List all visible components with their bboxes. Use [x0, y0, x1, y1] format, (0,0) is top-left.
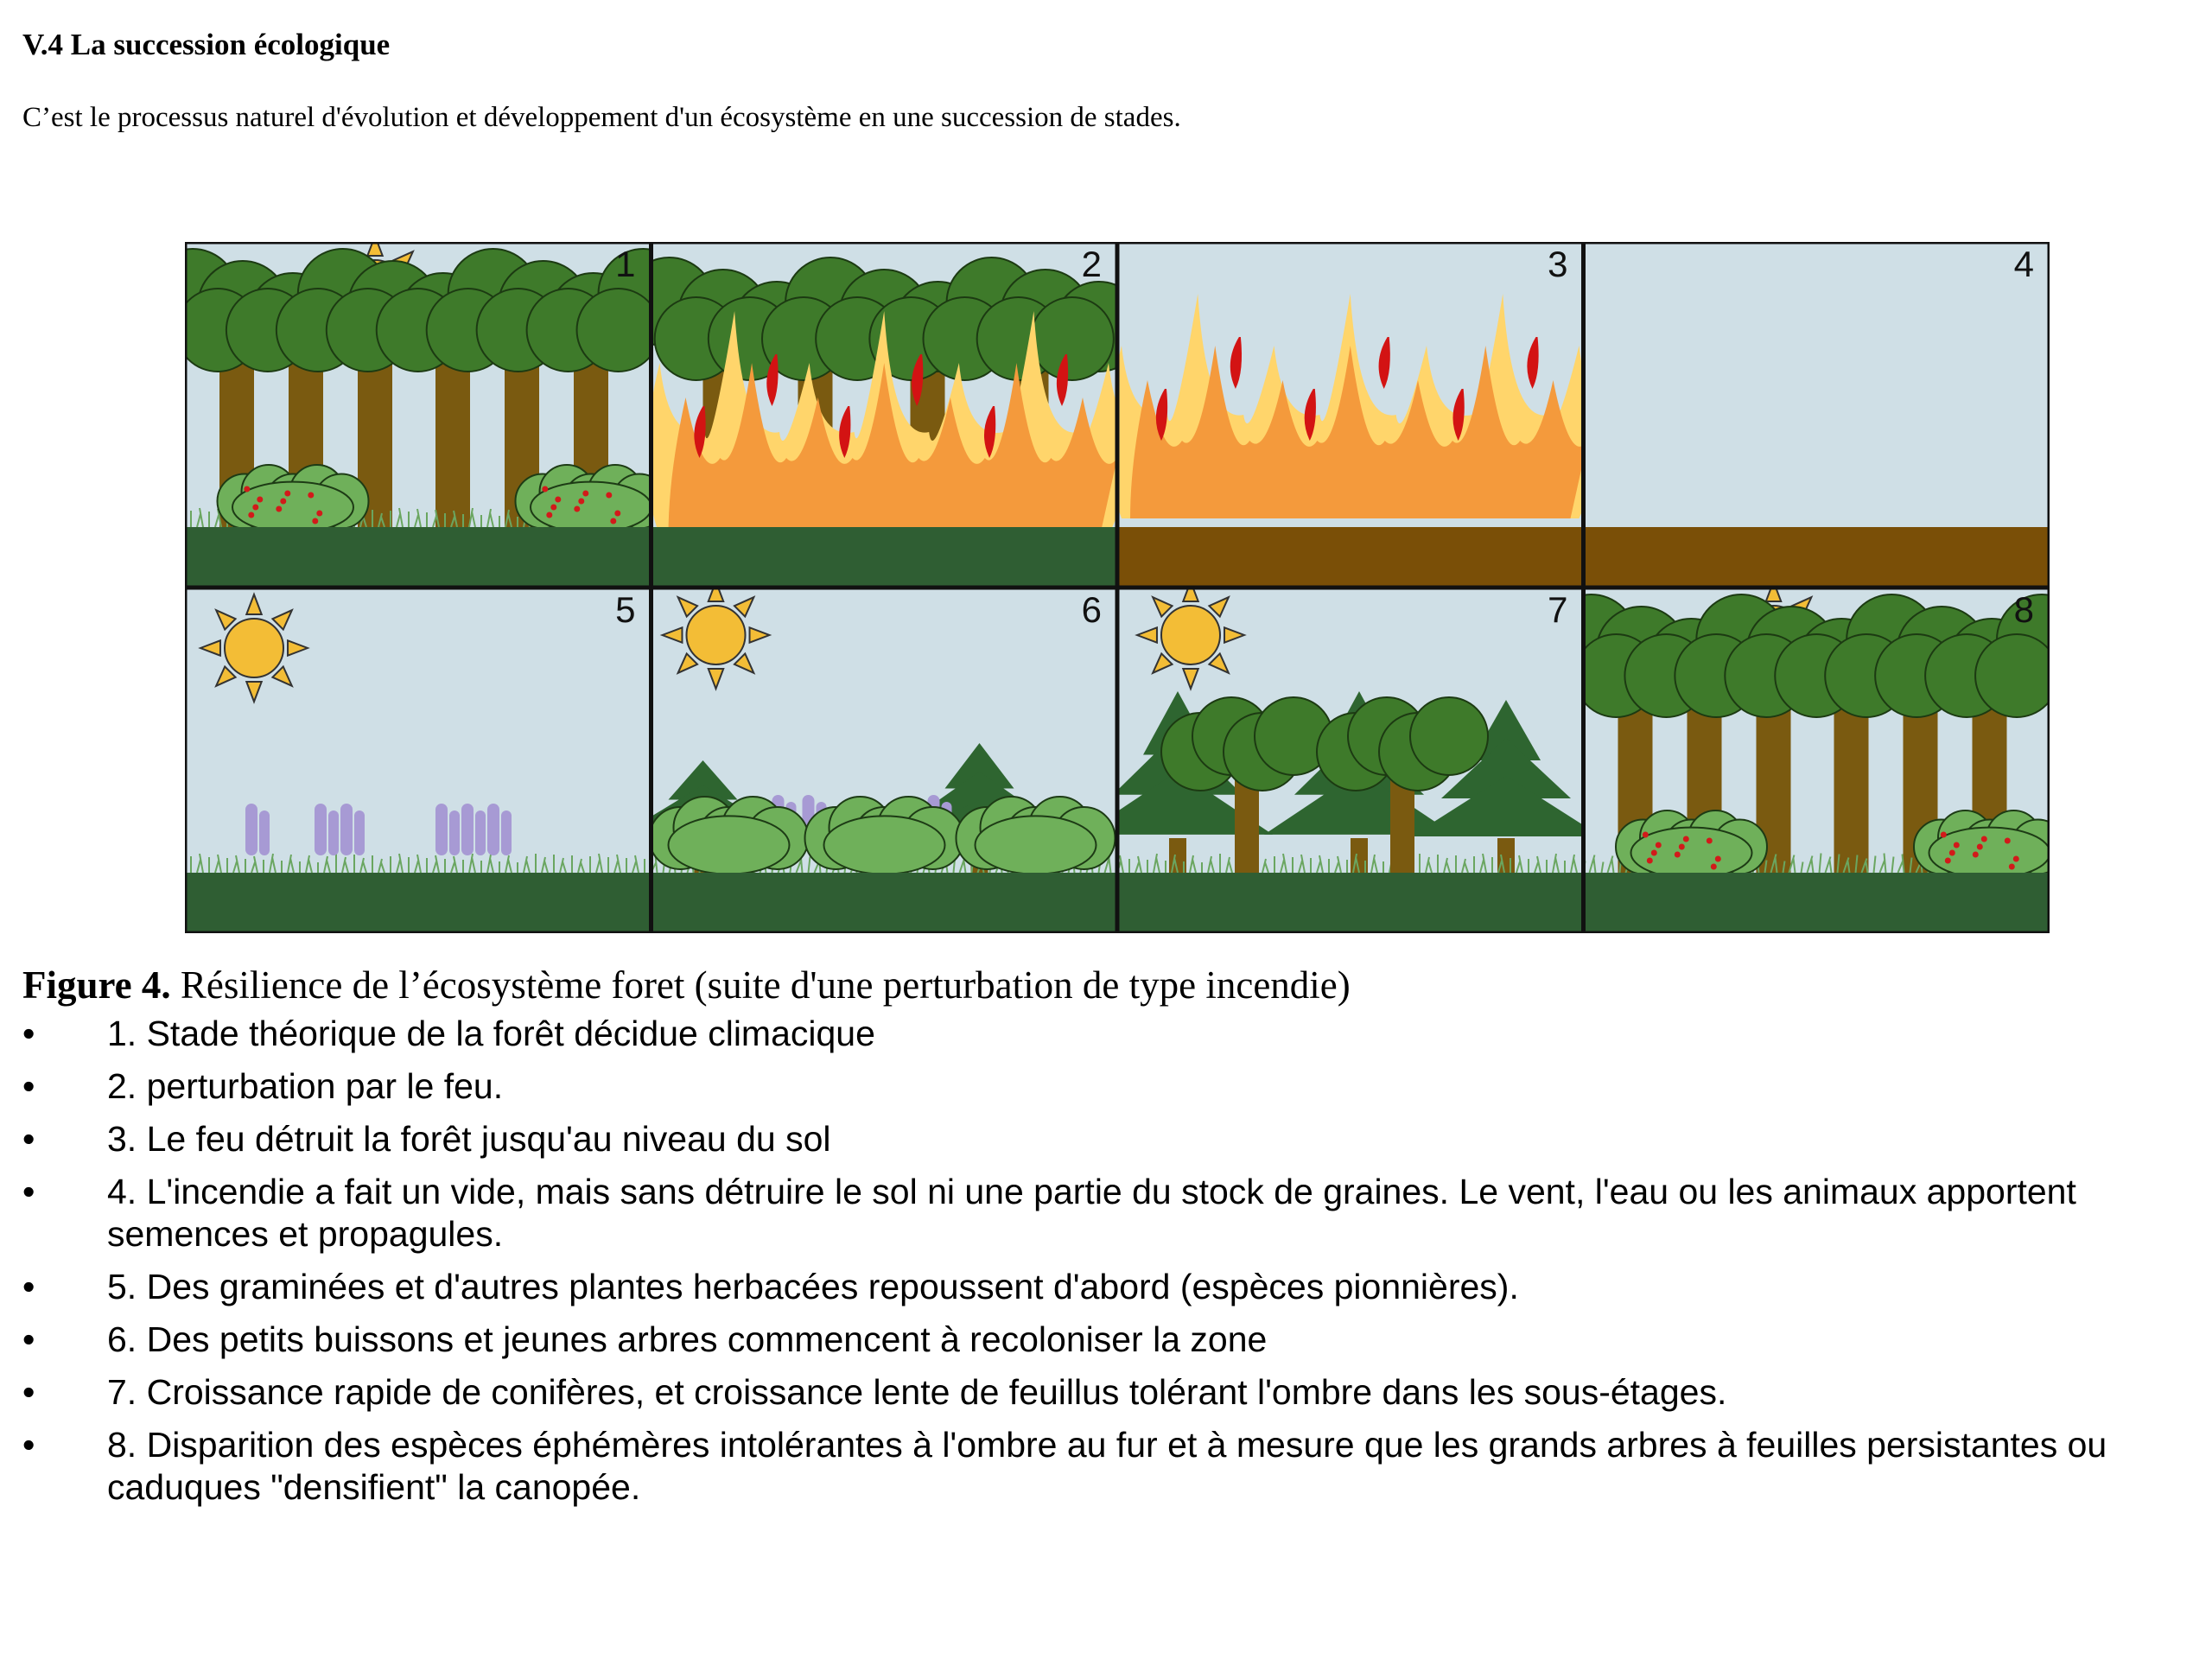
bush-icon [1913, 810, 2050, 880]
list-item-text: 7. Croissance rapide de conifères, et cr… [107, 1372, 1727, 1412]
figure-caption-label: Figure 4. [22, 963, 171, 1007]
list-item-text: 5. Des graminées et d'autres plantes her… [107, 1267, 1519, 1306]
fire-icon [1117, 294, 1584, 518]
fire-icon [651, 311, 1117, 536]
list-item: • 3. Le feu détruit la forêt jusqu'au niv… [22, 1118, 2183, 1160]
panel-number: 7 [1548, 589, 1567, 630]
ground [185, 527, 652, 588]
list-item: • 5. Des graminées et d'autres plantes he… [22, 1266, 2183, 1308]
list-item: • 6. Des petits buissons et jeunes arbres… [22, 1319, 2183, 1361]
list-item: • 7. Croissance rapide de conifères, et c… [22, 1371, 2183, 1414]
figure-caption-text: Résilience de l’écosystème foret (suite … [170, 963, 1351, 1007]
ground [651, 527, 1117, 588]
panel-border [651, 242, 1118, 588]
bullet-icon: • [22, 1172, 35, 1211]
sun-icon [1135, 588, 1247, 691]
list-item: • 4. L'incendie a fait un vide, mais sans… [22, 1171, 2183, 1255]
panel-number: 3 [1548, 244, 1567, 284]
list-item: • 8. Disparition des espèces éphémères in… [22, 1424, 2183, 1509]
lupin-flower-icon [245, 804, 270, 855]
tree-canopy-icon [1583, 594, 2050, 718]
panel-number: 5 [615, 589, 635, 630]
list-item-text: 4. L'incendie a fait un vide, mais sans … [107, 1172, 2076, 1254]
panel-3: 3 [1117, 242, 1584, 588]
list-item: • 1. Stade théorique de la forêt décidue … [22, 1013, 2183, 1055]
panel-border [1583, 587, 2050, 933]
bush-icon [514, 464, 652, 534]
panel-1: 1 [185, 242, 652, 588]
bullet-icon: • [22, 1066, 35, 1106]
ground [1117, 873, 1584, 933]
ground [1583, 527, 2050, 588]
bullet-icon: • [22, 1425, 35, 1465]
panel-6: 6 [651, 588, 1117, 933]
succession-illustration: 1 2 3 4 5 6 7 8 [185, 242, 2050, 933]
bush-icon [651, 796, 810, 875]
list-item-text: 2. perturbation par le feu. [107, 1066, 504, 1106]
lupin-flower-icon [461, 804, 486, 855]
list-item: • 2. perturbation par le feu. [22, 1065, 2183, 1108]
panel-border [1116, 587, 1584, 933]
ground [1117, 527, 1584, 588]
list-item-text: 8. Disparition des espèces éphémères int… [107, 1425, 2107, 1507]
figure-caption: Figure 4. Résilience de l’écosystème for… [22, 963, 1351, 1007]
lupin-flower-icon [315, 804, 339, 855]
ground [185, 873, 652, 933]
grass-icon [185, 853, 652, 874]
panel-border [651, 587, 1118, 933]
bullet-icon: • [22, 1372, 35, 1412]
panel-2: 2 [651, 242, 1117, 588]
panel-5: 5 [185, 588, 652, 933]
section-title: V.4 La succession écologique [22, 28, 391, 61]
panel-number: 2 [1082, 244, 1102, 284]
lupin-flower-icon [340, 804, 365, 855]
bullet-icon: • [22, 1267, 35, 1306]
tree-canopy-icon [185, 248, 652, 372]
panel-border [1116, 242, 1584, 588]
stage-list: • 1. Stade théorique de la forêt décidue … [22, 1013, 2183, 1519]
panel-border [1583, 242, 2050, 588]
panel-border [185, 587, 652, 933]
lupin-flower-icon [435, 804, 460, 855]
panel-8: 8 [1583, 588, 2050, 933]
bullet-icon: • [22, 1014, 35, 1053]
bush-icon [216, 464, 370, 534]
young-tree-icon [1316, 696, 1489, 873]
bush-icon [804, 796, 965, 875]
panel-number: 1 [615, 244, 635, 284]
bush-icon [955, 796, 1116, 875]
bullet-icon: • [22, 1319, 35, 1359]
list-item-text: 1. Stade théorique de la forêt décidue c… [107, 1014, 875, 1053]
panel-number: 8 [2014, 589, 2034, 630]
list-item-text: 6. Des petits buissons et jeunes arbres … [107, 1319, 1268, 1359]
tree-trunk-icon [1834, 691, 1869, 873]
panel-7: 7 [1117, 588, 1584, 933]
panel-number: 4 [2014, 244, 2034, 284]
tree-trunk-icon [435, 346, 470, 527]
young-tree-icon [1160, 696, 1333, 873]
list-item-text: 3. Le feu détruit la forêt jusqu'au nive… [107, 1119, 831, 1159]
panel-4: 4 [1583, 242, 2050, 588]
panel-border [185, 242, 652, 588]
succession-figure: 1 2 3 4 5 6 7 8 [185, 242, 2050, 933]
ground [651, 873, 1117, 933]
bush-icon [1615, 810, 1768, 880]
lupin-flower-icon [487, 804, 512, 855]
ground [1583, 873, 2050, 933]
intro-text: C’est le processus naturel d'évolution e… [22, 102, 1181, 133]
sun-icon [198, 592, 310, 704]
sun-icon [659, 588, 772, 691]
bullet-icon: • [22, 1119, 35, 1159]
panel-number: 6 [1082, 589, 1102, 630]
